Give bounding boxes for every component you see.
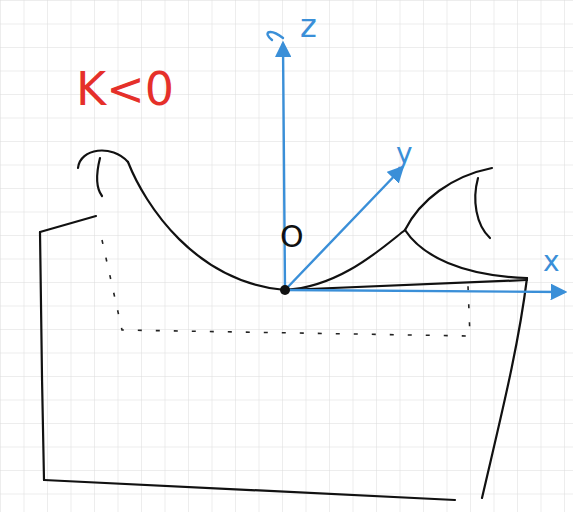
hidden-edge: [102, 240, 470, 336]
axis-label: x: [543, 248, 560, 276]
axis-label: y: [396, 140, 413, 168]
axis-label: z: [300, 10, 317, 42]
origin-label: O: [280, 222, 304, 252]
coordinate-axes: [268, 32, 564, 292]
origin-dot: [280, 285, 290, 295]
z-axis: [283, 44, 285, 290]
x-axis: [285, 290, 564, 292]
axis-tip: [268, 32, 283, 40]
curvature-label: K<0: [76, 66, 174, 112]
